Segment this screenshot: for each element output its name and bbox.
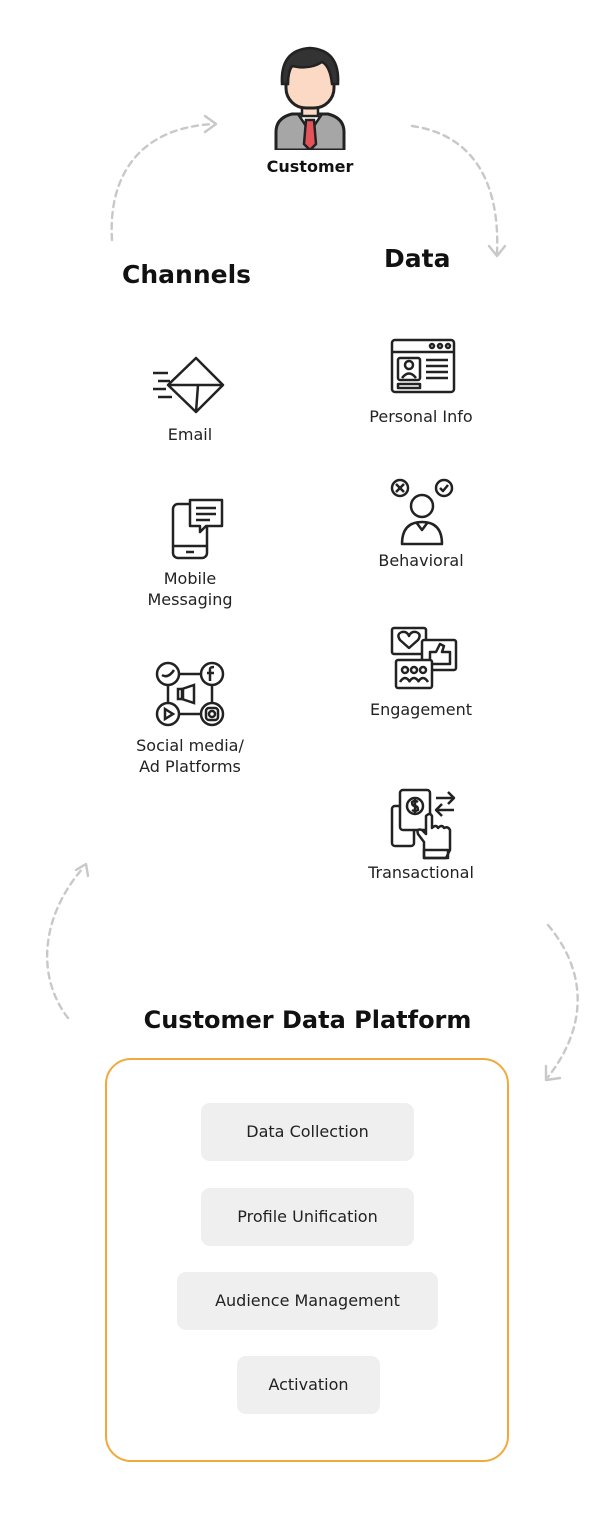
engagement-icon [390, 626, 460, 692]
arrow-customer-to-data [410, 124, 499, 255]
arrow-cdp-to-channels [45, 866, 85, 1020]
data-label-engagement: Engagement [369, 700, 473, 719]
arrow-channels-to-customer [110, 122, 215, 242]
data-label-transactional: Transactional [368, 863, 474, 882]
envelope-icon [150, 355, 228, 417]
cdp-step-data-collection: Data Collection [201, 1103, 414, 1161]
cdp-heading: Customer Data Platform [143, 1006, 472, 1034]
data-label-behavioral: Behavioral [378, 551, 464, 570]
customer-label: Customer [266, 157, 354, 176]
cdp-step-profile-unification: Profile Unification [201, 1188, 414, 1246]
profile-card-icon [390, 338, 456, 394]
transaction-icon [390, 788, 460, 860]
behavior-person-icon [388, 478, 456, 546]
channels-heading: Channels [122, 260, 252, 289]
cdp-step-audience-management: Audience Management [177, 1272, 438, 1330]
cdp-box [105, 1058, 509, 1462]
customer-icon [270, 40, 350, 150]
channel-label-email: Email [167, 425, 213, 444]
cdp-step-activation: Activation [237, 1356, 380, 1414]
data-heading: Data [384, 244, 451, 273]
data-label-personal-info: Personal Info [369, 407, 473, 426]
channel-label-social-media: Social media/ Ad Platforms [136, 736, 244, 776]
mobile-message-icon [170, 498, 225, 560]
social-media-icon [154, 661, 226, 727]
arrow-data-to-cdp [546, 923, 579, 1079]
channel-label-mobile-messaging: Mobile Messaging [147, 569, 233, 609]
